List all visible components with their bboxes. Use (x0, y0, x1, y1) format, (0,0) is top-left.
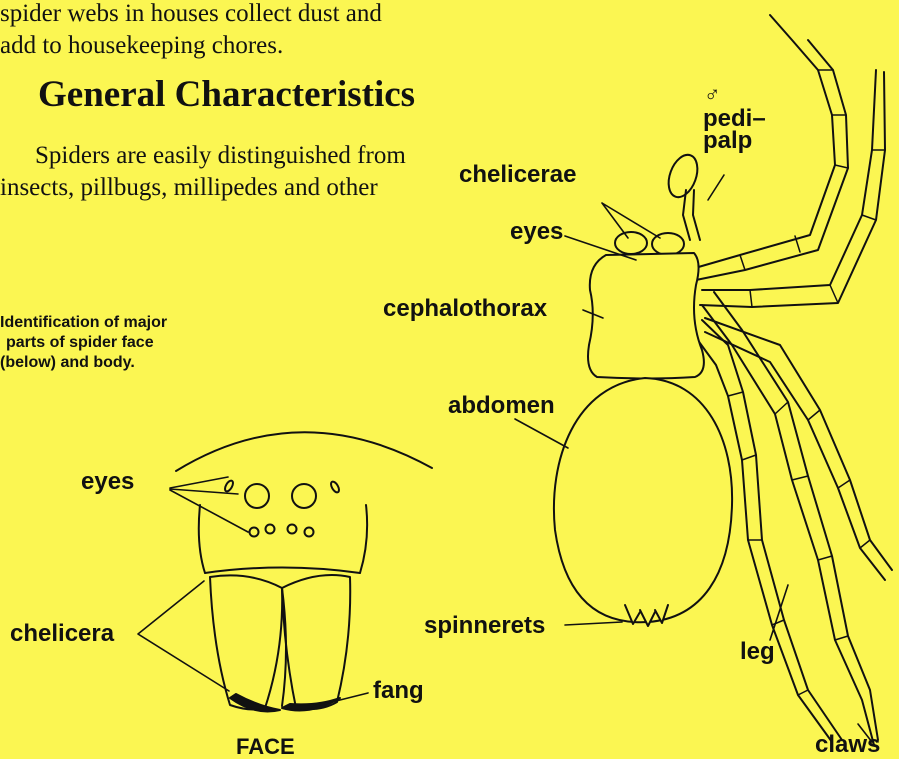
face-eyes-label: eyes (81, 470, 134, 494)
pedipalp-leader (708, 175, 724, 200)
face-left-side (199, 505, 205, 573)
face-fang-label: fang (373, 679, 424, 703)
eyes-leader (565, 236, 636, 260)
body-chelicera-left (615, 232, 647, 254)
spinnerets-leader (565, 622, 622, 625)
chelicerae-label: chelicerae (459, 163, 576, 187)
spinnerets-label: spinnerets (424, 614, 545, 638)
leg-leader (770, 585, 788, 640)
male-symbol: ♂ (704, 83, 721, 105)
claws-label: claws (815, 733, 880, 757)
spider-face-drawing (176, 432, 432, 711)
face-row-eye-2 (266, 525, 275, 534)
cephalothorax-outline (588, 253, 704, 379)
abdomen-label: abdomen (448, 394, 555, 418)
pedipalp-label-line-2: palp (703, 130, 766, 152)
face-fang-leader (312, 693, 368, 707)
abdomen-leader (515, 419, 568, 448)
face-right-side (360, 505, 367, 573)
face-row-eye-1 (250, 528, 259, 537)
face-small-eye-right (329, 480, 340, 493)
leg-joints (728, 70, 885, 695)
pedipalp-label: pedi– palp (703, 108, 766, 152)
face-chelicera-label: chelicera (10, 622, 114, 646)
face-leader-lines (138, 477, 368, 707)
body-eyes-label: eyes (510, 220, 563, 244)
face-eyes-leader (170, 477, 248, 532)
pedipalp-bulb (663, 151, 702, 201)
face-row-eye-3 (288, 525, 297, 534)
face-main-eye-left (245, 484, 269, 508)
face-row-eye-4 (305, 528, 314, 537)
face-small-eye-left (223, 479, 234, 492)
face-title: FACE (236, 736, 295, 758)
face-chelicera-left (210, 575, 282, 709)
leg-back-1-inner (714, 292, 878, 740)
abdomen-outline (554, 378, 732, 622)
face-chelicera-right (282, 575, 350, 709)
leg-front-upper-inner (696, 40, 848, 280)
pedipalp-stalk (683, 190, 700, 240)
face-lower-edge (205, 568, 360, 574)
cephalothorax-label: cephalothorax (383, 297, 547, 321)
face-main-eye-right (292, 484, 316, 508)
face-fang-left (230, 694, 280, 712)
face-head-outline (176, 432, 432, 471)
leg-label: leg (740, 640, 775, 664)
